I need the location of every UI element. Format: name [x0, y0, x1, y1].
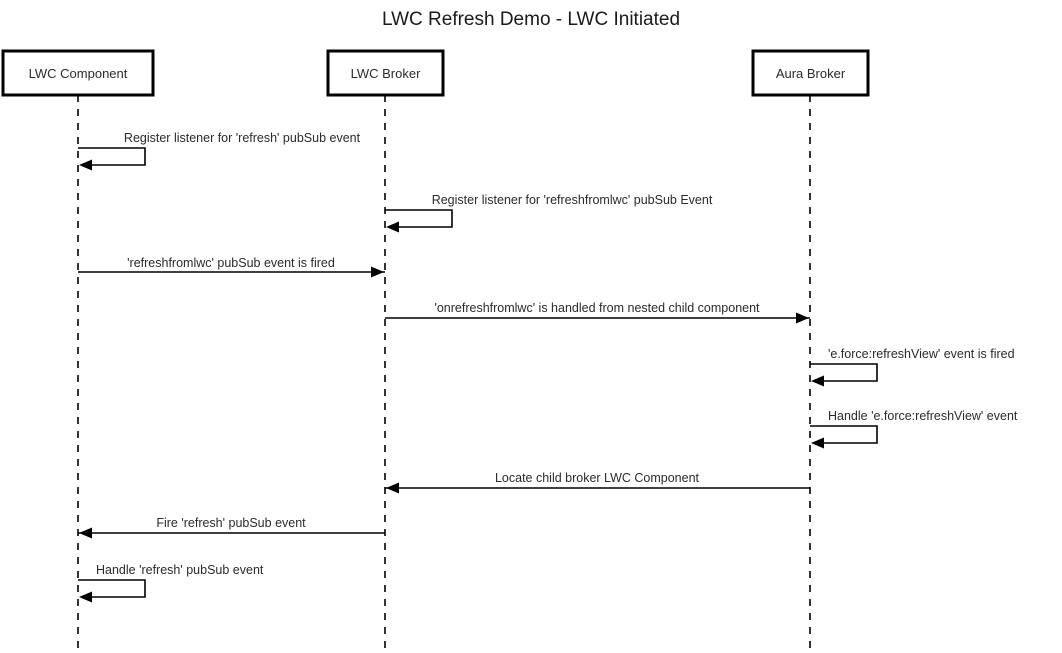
arrowhead-1 — [79, 159, 92, 171]
arrowhead-3 — [371, 266, 384, 278]
participant-label-lwc-component: LWC Component — [29, 66, 128, 81]
message-label-2: Register listener for 'refreshfromlwc' p… — [432, 193, 713, 207]
message-label-6: Handle 'e.force:refreshView' event — [828, 409, 1018, 423]
self-loop-path-9 — [78, 579, 146, 598]
arrowhead-7 — [386, 482, 399, 494]
message-4-call[interactable]: 'onrefreshfromlwc' is handled from neste… — [385, 301, 810, 324]
message-label-1: Register listener for 'refresh' pubSub e… — [124, 131, 361, 145]
messages-group: Register listener for 'refresh' pubSub e… — [78, 131, 1018, 603]
message-label-5: 'e.force:refreshView' event is fired — [828, 347, 1015, 361]
participants-group: LWC Component LWC Broker Aura Broker — [1, 49, 870, 97]
diagram-title: LWC Refresh Demo - LWC Initiated — [382, 9, 680, 30]
message-7-return[interactable]: Locate child broker LWC Component — [385, 471, 810, 494]
arrowhead-8 — [79, 527, 92, 539]
message-label-8: Fire 'refresh' pubSub event — [156, 516, 306, 530]
message-9-self[interactable]: Handle 'refresh' pubSub event — [78, 563, 264, 603]
participant-box-lwc-broker[interactable] — [326, 49, 445, 97]
participant-box-lwc-component[interactable] — [1, 49, 155, 97]
message-6-self[interactable]: Handle 'e.force:refreshView' event — [810, 409, 1018, 449]
participant-label-aura-broker: Aura Broker — [776, 66, 846, 81]
participant-box-aura-broker[interactable] — [751, 49, 870, 97]
self-loop-path-1 — [78, 147, 146, 166]
arrowhead-4 — [796, 312, 809, 324]
message-3-call[interactable]: 'refreshfromlwc' pubSub event is fired — [78, 256, 385, 278]
self-loop-path-6 — [810, 425, 878, 444]
arrowhead-6 — [811, 437, 824, 449]
message-5-self[interactable]: 'e.force:refreshView' event is fired — [810, 347, 1015, 387]
message-1-self[interactable]: Register listener for 'refresh' pubSub e… — [78, 131, 361, 171]
message-label-9: Handle 'refresh' pubSub event — [96, 563, 264, 577]
participant-label-lwc-broker: LWC Broker — [351, 66, 421, 81]
message-label-4: 'onrefreshfromlwc' is handled from neste… — [434, 301, 760, 315]
arrowhead-5 — [811, 375, 824, 387]
self-loop-path-2 — [385, 209, 453, 228]
arrowhead-9 — [79, 591, 92, 603]
message-8-return[interactable]: Fire 'refresh' pubSub event — [78, 516, 385, 539]
self-loop-path-5 — [810, 363, 878, 382]
message-label-7: Locate child broker LWC Component — [495, 471, 700, 485]
arrowhead-2 — [386, 221, 399, 233]
message-label-3: 'refreshfromlwc' pubSub event is fired — [127, 256, 335, 270]
message-2-self[interactable]: Register listener for 'refreshfromlwc' p… — [385, 193, 713, 233]
